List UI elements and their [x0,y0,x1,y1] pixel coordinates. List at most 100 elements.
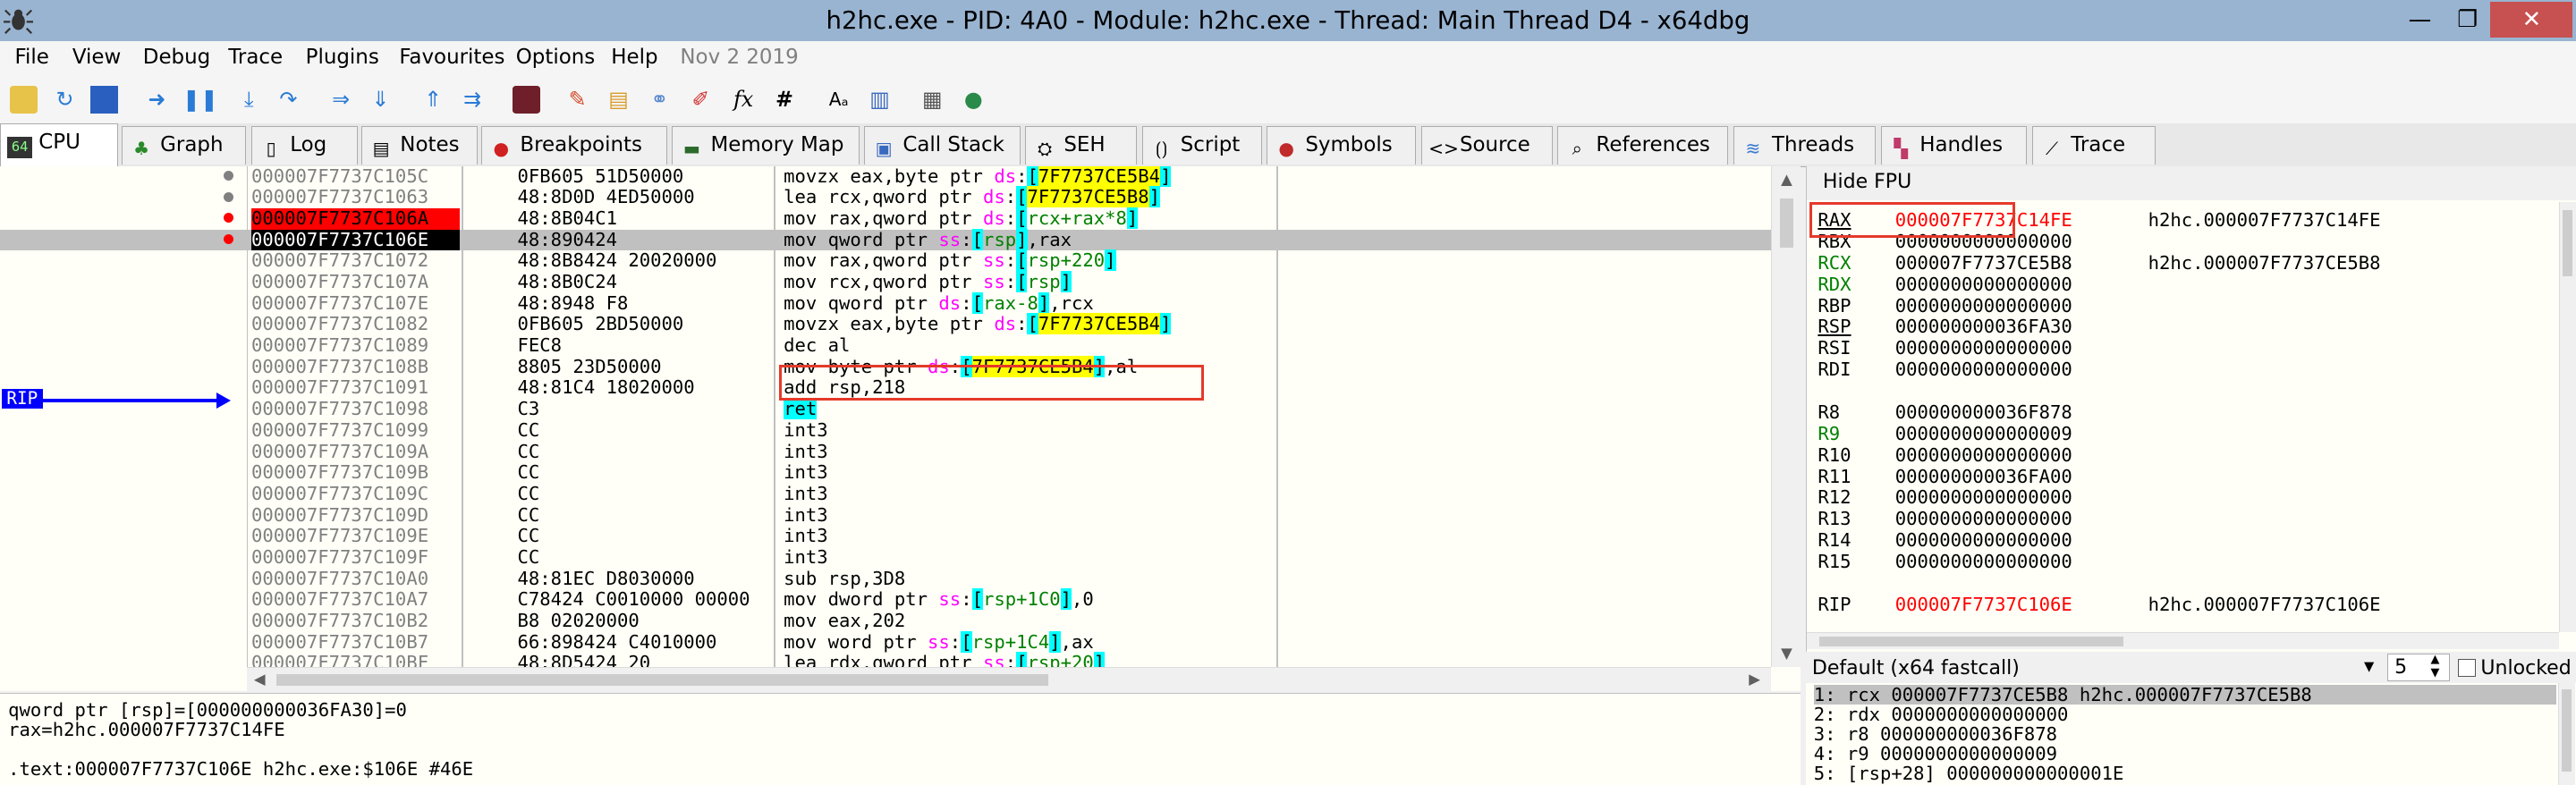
tab-seh[interactable]: ⛭SEH [1025,126,1137,165]
labels-icon[interactable]: ⚭ [650,86,669,112]
menu-file[interactable]: File [14,46,49,70]
patch-icon[interactable]: ✎ [568,86,587,112]
scroll-up-arrow[interactable]: ▲ [1781,170,1792,188]
tab-memory-map[interactable]: ▬Memory Map [672,126,860,165]
arg-count-spinbox[interactable]: 5 ▲ ▼ [2386,653,2450,682]
scroll-thumb[interactable] [2562,689,2572,772]
tab-trace[interactable]: ⟋Trace [2031,126,2156,165]
menu-debug[interactable]: Debug [142,46,211,70]
calculator-icon[interactable]: ▦ [922,86,943,112]
scroll-thumb[interactable] [2563,210,2573,276]
tab-references[interactable]: ⌕References [1557,126,1729,165]
register-value[interactable]: 0000000000000009 [1894,422,2072,444]
close-button[interactable]: ✕ [2490,1,2573,38]
trace-into-icon[interactable]: ⇒ [332,86,351,112]
scylla-icon[interactable] [513,85,541,114]
arguments-view[interactable]: 1: rcx 000007F7737CE5B8 h2hc.000007F7737… [1805,683,2576,785]
globe-icon[interactable]: ● [963,86,983,112]
comments-icon[interactable]: ▤ [608,86,629,112]
hash-icon[interactable]: # [775,86,794,112]
tab-breakpoints[interactable]: ●Breakpoints [481,126,667,165]
restart-icon[interactable]: ↻ [55,86,74,112]
register-value[interactable]: 000007F7737C14FE [1894,209,2072,232]
trace-over-icon[interactable]: ⇓ [371,86,390,112]
minimize-button[interactable]: — [2408,5,2432,33]
menu-options[interactable]: Options [515,46,596,70]
tab-source[interactable]: <>Source [1420,126,1553,165]
menu-favourites[interactable]: Favourites [399,46,505,70]
register-value[interactable]: 0000000000000000 [1894,337,2072,359]
trace-record-icon[interactable]: ▥ [869,86,890,112]
scroll-down-arrow[interactable]: ▼ [1781,645,1792,663]
register-value[interactable]: 000007F7737C106E [1894,593,2072,615]
tab-symbols[interactable]: ●Symbols [1267,126,1417,165]
disassembly-vertical-scrollbar[interactable]: ▲ ▼ [1770,165,1801,667]
calling-convention-select[interactable]: Default (x64 fastcall) [1811,656,2020,679]
argument-row[interactable]: 2: rdx 0000000000000000 [1813,703,2069,725]
tab-graph[interactable]: ♣Graph [121,126,247,165]
stop-icon[interactable] [90,85,119,114]
spin-up-icon[interactable]: ▲ [2430,653,2440,667]
scroll-left-arrow[interactable]: ◀ [253,670,266,688]
bullet-icon[interactable] [223,191,233,202]
register-value[interactable]: 000000000036FA00 [1894,465,2072,487]
scroll-right-arrow[interactable]: ▶ [1749,670,1760,688]
scroll-thumb[interactable] [275,674,1048,686]
hide-fpu-button[interactable]: Hide FPU [1822,171,1912,193]
argument-row[interactable]: 3: r8 000000000036F878 [1813,722,2058,745]
scroll-thumb[interactable] [1780,198,1793,249]
register-value[interactable]: 000000000036F878 [1894,401,2072,423]
menu-plugins[interactable]: Plugins [305,46,379,70]
disassembly-horizontal-scrollbar[interactable]: ◀ ▶ [246,666,1771,692]
register-value[interactable]: 0000000000000000 [1894,294,2072,317]
unlocked-checkbox[interactable] [2457,658,2476,677]
scroll-thumb[interactable] [1819,636,2123,646]
tab-script[interactable]: ⟮⟯Script [1141,126,1262,165]
registers-vertical-scrollbar[interactable] [2558,201,2576,633]
register-value[interactable]: 0000000000000000 [1894,486,2072,509]
breakpoint-dot-icon[interactable] [223,234,233,245]
function-icon[interactable]: fx [733,86,754,112]
bookmarks-icon[interactable]: ✐ [691,86,710,112]
register-value[interactable]: 0000000000000000 [1894,273,2072,295]
step-into-icon[interactable]: ⤓ [243,86,254,112]
menu-trace[interactable]: Trace [228,46,284,70]
menu-help[interactable]: Help [611,46,658,70]
register-value[interactable]: 0000000000000000 [1894,443,2072,466]
convention-dropdown-arrow-icon[interactable]: ▼ [2364,658,2375,674]
register-value[interactable]: 0000000000000000 [1894,359,2072,381]
breakpoint-dot-icon[interactable] [223,213,233,224]
